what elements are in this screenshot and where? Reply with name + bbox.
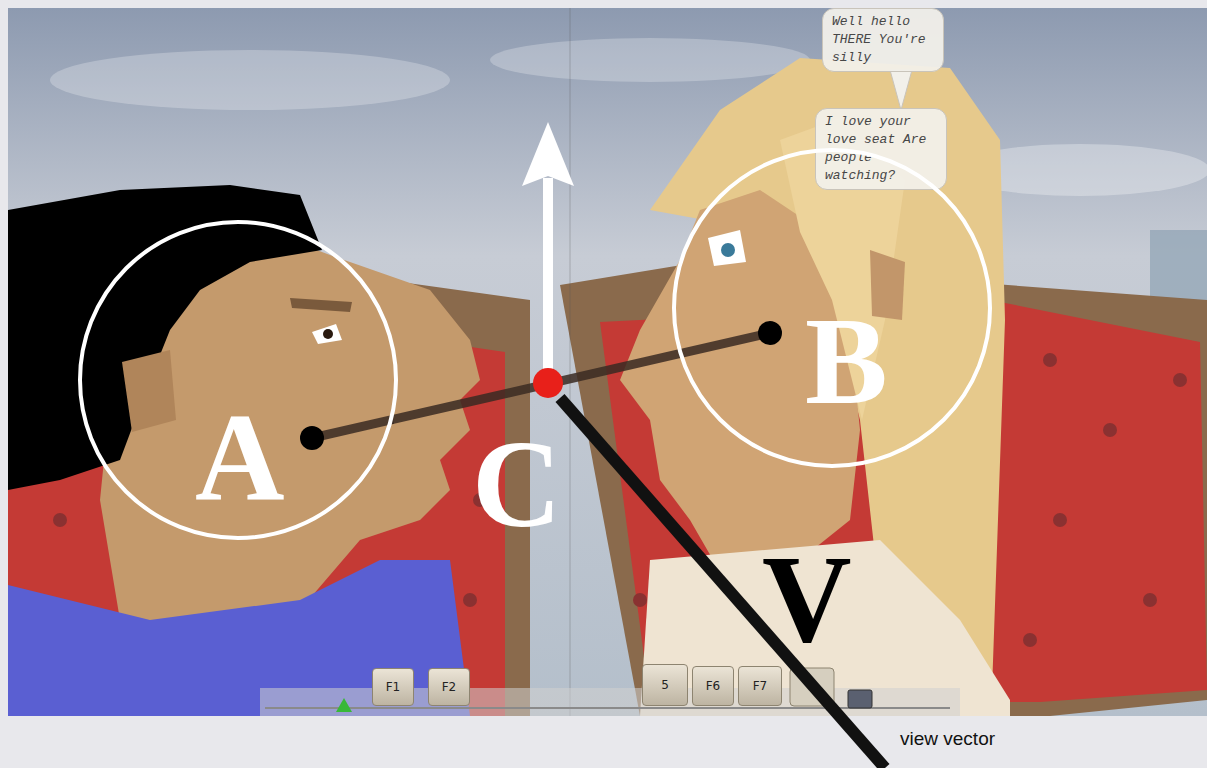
- toolbar: [260, 688, 960, 716]
- slider-knob: [336, 698, 352, 712]
- head-letter: B: [805, 300, 888, 424]
- woman-eye: [708, 230, 746, 266]
- sky: [8, 8, 1207, 716]
- grid-line: [570, 8, 571, 716]
- key-cap: F2: [428, 668, 470, 706]
- up-arrowhead: [522, 122, 574, 186]
- key-cap: F6: [692, 666, 734, 706]
- axis-segment: [312, 419, 393, 438]
- key-label: F2: [442, 680, 457, 694]
- woman-pupil: [721, 243, 735, 257]
- axis-segment: [679, 333, 770, 354]
- key-cap: 5: [642, 664, 688, 706]
- head-letter: A: [195, 396, 285, 520]
- point-label: C: [472, 423, 562, 547]
- key-label: F7: [753, 679, 768, 693]
- speech-bubble: Well hello THERE You're silly: [822, 8, 944, 72]
- key-label: F1: [386, 680, 401, 694]
- head-circle: B: [672, 148, 992, 468]
- man-eye: [312, 324, 342, 344]
- bubble-tail: [890, 70, 912, 110]
- key-cap: F7: [738, 666, 782, 706]
- icon-button: [848, 690, 872, 708]
- man-pupil: [323, 329, 333, 339]
- man-eyebrow: [290, 298, 352, 312]
- key-cap: F1: [372, 668, 414, 706]
- chat-text: Well hello THERE You're silly: [832, 13, 934, 67]
- connector-line: [391, 353, 681, 419]
- head-center-dot: [758, 321, 782, 345]
- leader-label: view vector: [900, 728, 995, 751]
- cloud: [490, 38, 810, 82]
- midpoint-dot: [533, 368, 563, 398]
- key-label: 5: [661, 678, 669, 692]
- circle-outline: [674, 150, 990, 466]
- up-vector: [543, 178, 553, 383]
- man-shirt: [8, 560, 470, 716]
- head-circle: A: [78, 220, 398, 540]
- circle-outline: [80, 222, 396, 538]
- key-label: F6: [706, 679, 721, 693]
- man-ear: [122, 350, 176, 432]
- cloud: [50, 50, 450, 110]
- head-center-dot: [300, 426, 324, 450]
- vector-label: V: [762, 538, 852, 662]
- slider-track: [265, 707, 950, 709]
- view-vector-line: [560, 398, 885, 768]
